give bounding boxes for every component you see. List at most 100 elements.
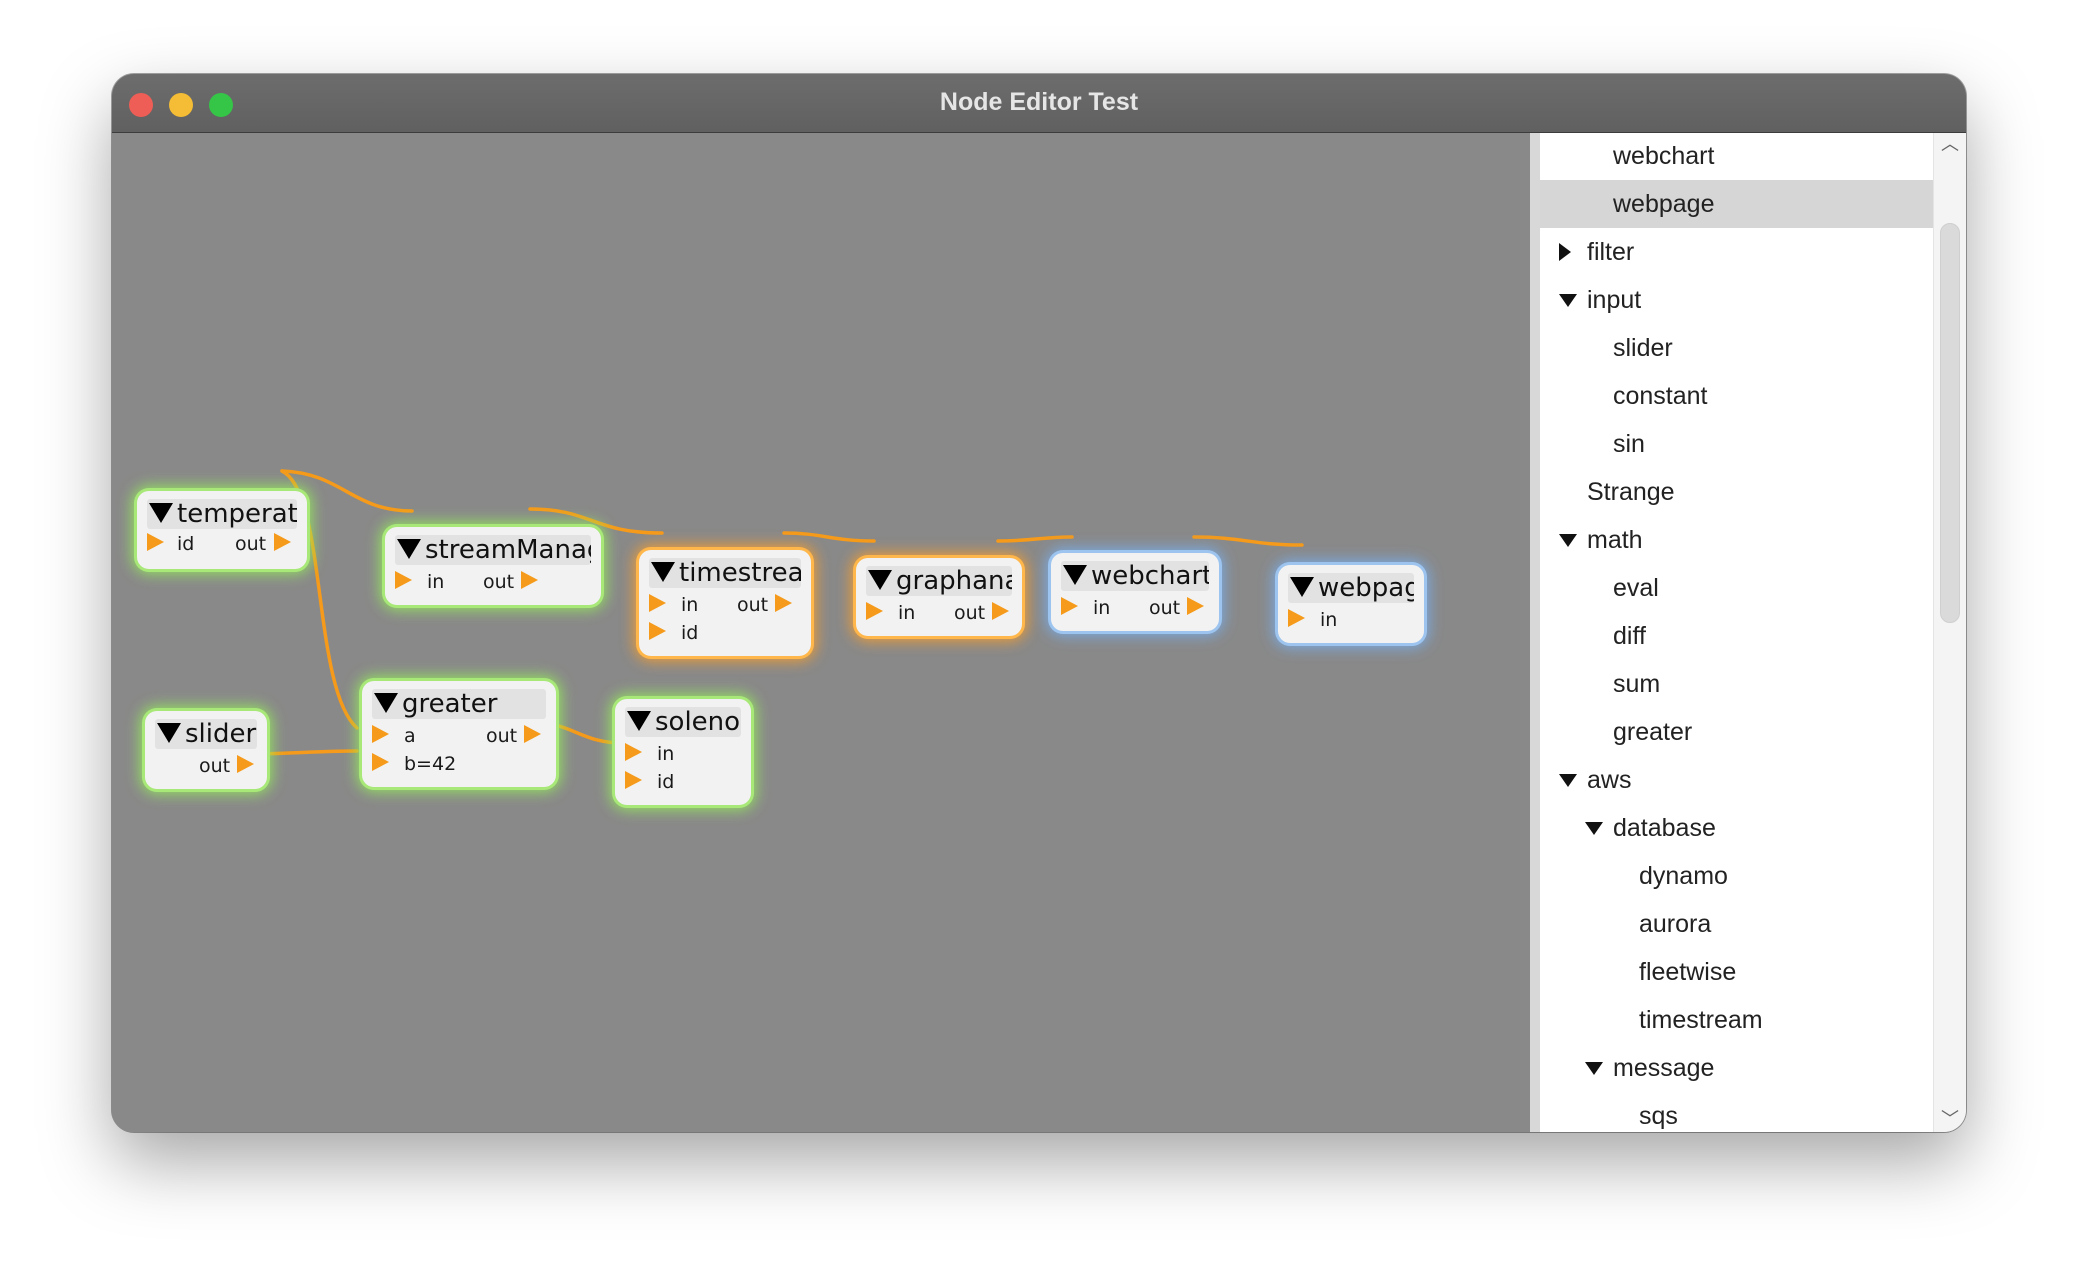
tree-item[interactable]: sin	[1540, 420, 1934, 468]
port-label: a	[404, 725, 416, 747]
tree-item-label: fleetwise	[1639, 958, 1737, 986]
node-greater[interactable]: greater a out b=42	[362, 681, 556, 787]
output-port-arrow-icon[interactable]	[1187, 597, 1204, 615]
input-port-arrow-icon[interactable]	[625, 743, 642, 761]
tree-item[interactable]: slider	[1540, 324, 1934, 372]
input-port-arrow-icon[interactable]	[866, 602, 883, 620]
node-timestream[interactable]: timestream in out id	[639, 550, 811, 656]
tree-item[interactable]: sqs	[1540, 1092, 1934, 1132]
input-port-arrow-icon[interactable]	[1288, 609, 1305, 627]
disclosure-expanded-icon[interactable]	[1559, 534, 1577, 547]
node-header[interactable]: timestream	[649, 558, 801, 588]
node-canvas[interactable]: temperature id out streamManager in out …	[112, 133, 1530, 1132]
input-port-arrow-icon[interactable]	[649, 594, 666, 612]
input-port-arrow-icon[interactable]	[395, 571, 412, 589]
input-port-arrow-icon[interactable]	[372, 753, 389, 771]
port-label: out	[486, 725, 518, 747]
input-port-arrow-icon[interactable]	[1061, 597, 1078, 615]
chevron-down-icon[interactable]: ﹀	[1941, 1109, 1959, 1130]
node-header[interactable]: solenoid	[625, 707, 741, 737]
tree-item[interactable]: dynamo	[1540, 852, 1934, 900]
port-label: in	[427, 571, 445, 593]
port-label: out	[199, 755, 231, 777]
input-port-arrow-icon[interactable]	[625, 771, 642, 789]
tree-item-label: eval	[1613, 574, 1659, 602]
tree-item-label: webpage	[1613, 190, 1715, 218]
tree-item-label: aurora	[1639, 910, 1712, 938]
tree-item[interactable]: input	[1540, 276, 1934, 324]
node-solenoid[interactable]: solenoid in id	[615, 699, 751, 805]
tree-item-label: message	[1613, 1054, 1715, 1082]
tree-item-label: constant	[1613, 382, 1708, 410]
tree-item-label: dynamo	[1639, 862, 1728, 890]
zoom-window-button[interactable]	[209, 93, 233, 117]
tree-item[interactable]: timestream	[1540, 996, 1934, 1044]
port-label: in	[1320, 609, 1338, 631]
disclosure-expanded-icon[interactable]	[1585, 822, 1603, 835]
tree-item[interactable]: webpage	[1540, 180, 1934, 228]
output-port-arrow-icon[interactable]	[992, 602, 1009, 620]
node-header[interactable]: graphana	[866, 566, 1012, 596]
tree-item[interactable]: webchart	[1540, 133, 1934, 180]
tree-item[interactable]: filter	[1540, 228, 1934, 276]
node-title: graphana	[896, 566, 1012, 596]
collapse-icon[interactable]	[627, 710, 651, 731]
node-slider[interactable]: slider out	[145, 711, 267, 789]
collapse-icon[interactable]	[868, 569, 892, 590]
tree-item[interactable]: fleetwise	[1540, 948, 1934, 996]
disclosure-collapsed-icon[interactable]	[1559, 243, 1571, 261]
tree-item[interactable]: database	[1540, 804, 1934, 852]
tree-item[interactable]: Strange	[1540, 468, 1934, 516]
port-label: out	[483, 571, 515, 593]
collapse-icon[interactable]	[157, 722, 181, 743]
output-port-arrow-icon[interactable]	[521, 571, 538, 589]
disclosure-expanded-icon[interactable]	[1559, 294, 1577, 307]
collapse-icon[interactable]	[374, 692, 398, 713]
disclosure-expanded-icon[interactable]	[1585, 1062, 1603, 1075]
close-window-button[interactable]	[129, 93, 153, 117]
node-header[interactable]: slider	[155, 719, 257, 749]
node-header[interactable]: temperature	[147, 499, 297, 529]
collapse-icon[interactable]	[397, 538, 421, 559]
tree-item-label: slider	[1613, 334, 1673, 362]
node-webpage[interactable]: webpage in	[1278, 565, 1424, 643]
node-streammanager[interactable]: streamManager in out	[385, 527, 601, 605]
node-header[interactable]: webchart	[1061, 561, 1209, 591]
output-port-arrow-icon[interactable]	[775, 594, 792, 612]
collapse-icon[interactable]	[1290, 576, 1314, 597]
output-port-arrow-icon[interactable]	[237, 755, 254, 773]
tree-item[interactable]: math	[1540, 516, 1934, 564]
tree-item[interactable]: message	[1540, 1044, 1934, 1092]
node-header[interactable]: streamManager	[395, 535, 591, 565]
output-port-arrow-icon[interactable]	[274, 533, 291, 551]
app-window: Node Editor Test temperature id out	[112, 74, 1966, 1132]
node-webchart[interactable]: webchart in out	[1051, 553, 1219, 631]
tree-item[interactable]: constant	[1540, 372, 1934, 420]
title-bar[interactable]: Node Editor Test	[112, 74, 1966, 133]
node-header[interactable]: webpage	[1288, 573, 1414, 603]
tree-item[interactable]: aws	[1540, 756, 1934, 804]
node-temperature[interactable]: temperature id out	[137, 491, 307, 569]
minimize-window-button[interactable]	[169, 93, 193, 117]
chevron-up-icon[interactable]: ︿	[1941, 134, 1959, 155]
tree-item[interactable]: eval	[1540, 564, 1934, 612]
disclosure-expanded-icon[interactable]	[1559, 774, 1577, 787]
input-port-arrow-icon[interactable]	[649, 622, 666, 640]
node-header[interactable]: greater	[372, 689, 546, 719]
tree-item[interactable]: aurora	[1540, 900, 1934, 948]
input-port-arrow-icon[interactable]	[372, 725, 389, 743]
tree-scrollbar[interactable]: ︿ ﹀	[1933, 133, 1966, 1132]
input-port-arrow-icon[interactable]	[147, 533, 164, 551]
collapse-icon[interactable]	[149, 502, 173, 523]
tree-item-label: Strange	[1587, 478, 1675, 506]
tree-item[interactable]: diff	[1540, 612, 1934, 660]
scrollbar-thumb[interactable]	[1940, 223, 1960, 623]
collapse-icon[interactable]	[1063, 564, 1087, 585]
tree-item[interactable]: sum	[1540, 660, 1934, 708]
collapse-icon[interactable]	[651, 561, 675, 582]
port-label: out	[1149, 597, 1181, 619]
output-port-arrow-icon[interactable]	[524, 725, 541, 743]
tree-item[interactable]: greater	[1540, 708, 1934, 756]
node-graphana[interactable]: graphana in out	[856, 558, 1022, 636]
